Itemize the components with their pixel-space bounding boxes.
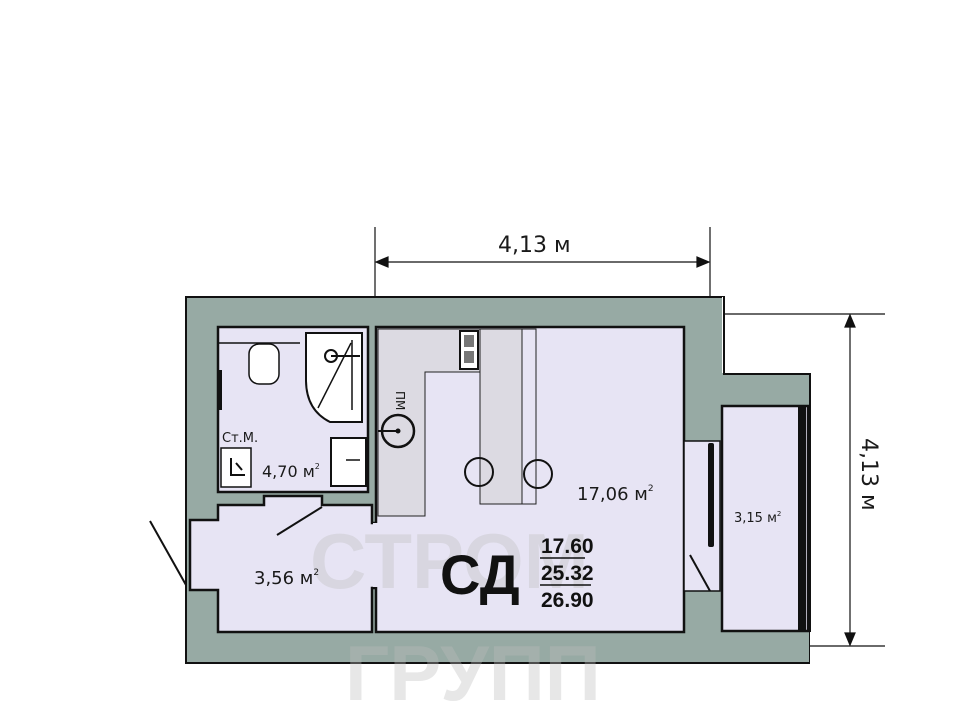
apartment-areas: 17.60 25.32 26.90 <box>540 535 594 612</box>
width-dimension <box>374 227 711 297</box>
towel-rail-icon <box>217 370 222 410</box>
stool-icon <box>464 457 553 489</box>
total-area-with-balcony: 26.90 <box>541 589 594 612</box>
balcony-door-leaf <box>708 443 714 547</box>
watermark: СТРОМ ГРУПП <box>310 517 601 710</box>
living-area: 17,06 м2 <box>577 484 654 505</box>
balcony-glazing <box>798 406 806 631</box>
living-area-total: 17.60 <box>541 535 594 558</box>
window-niche <box>683 440 721 592</box>
height-dimension <box>724 313 885 647</box>
balcony-door[interactable] <box>689 554 711 592</box>
height-label: 4,13 м <box>856 438 881 511</box>
balcony-area: 3,15 м2 <box>734 510 781 526</box>
balcony <box>720 404 810 633</box>
total-area: 25.32 <box>541 562 594 585</box>
shower-icon <box>305 332 363 423</box>
toilet-icon <box>248 343 280 385</box>
hall-area: 3,56 м2 <box>254 568 319 589</box>
entrance-door[interactable] <box>149 520 187 586</box>
apartment-type: СД <box>440 543 520 606</box>
washing-machine-icon <box>220 447 252 488</box>
bathroom-area: 4,70 м2 <box>262 462 320 481</box>
width-label: 4,13 м <box>498 233 571 258</box>
washer-label: Ст.М. <box>222 431 258 446</box>
svg-text:ГРУПП: ГРУПП <box>345 629 601 710</box>
dishwasher-label: ПМ <box>393 391 407 410</box>
bathroom-door[interactable] <box>276 506 323 536</box>
svg-text:СТРОМ: СТРОМ <box>310 517 589 605</box>
sink-icon <box>330 437 367 487</box>
stove-icon <box>459 330 479 370</box>
dishwasher-icon <box>378 413 416 449</box>
